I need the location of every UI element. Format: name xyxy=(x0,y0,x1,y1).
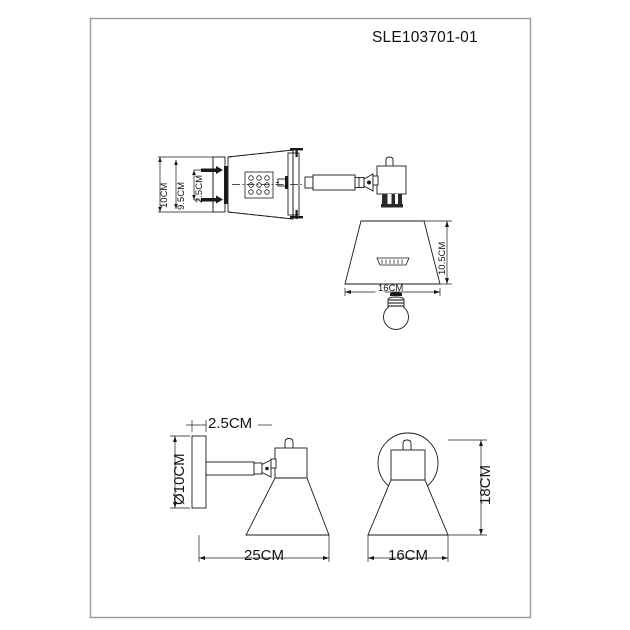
dimension-lines-left xyxy=(158,156,232,213)
rim-end-ticks xyxy=(290,148,303,219)
dimension-label-total-height: 18CM xyxy=(477,464,494,505)
dimension-total-projection xyxy=(198,535,330,562)
lamp-shade-top-view xyxy=(344,220,441,285)
dimension-label-shade-height: 10.5CM xyxy=(437,241,448,275)
dimension-label-front-width: 16CM xyxy=(388,547,429,564)
dimension-total-height xyxy=(448,439,487,536)
lamp-head-front-view xyxy=(390,439,426,481)
swivel-arm-side-view xyxy=(205,459,272,478)
dimension-label-total-projection: 25CM xyxy=(244,547,285,564)
wall-plate-side-view xyxy=(191,435,207,509)
dimension-label-plate-diameter: Ø10CM xyxy=(171,453,188,505)
dimension-front-width xyxy=(367,535,449,562)
drawing-title: SLE103701-01 xyxy=(372,29,478,46)
dimension-label-plate-height-outer: 10CM xyxy=(159,182,170,208)
dimension-label-plate-depth: 2.5CM xyxy=(208,415,253,432)
dimension-plate-depth xyxy=(186,420,272,432)
light-bulb-top-view xyxy=(366,291,409,330)
mounting-hole-grid xyxy=(244,171,274,199)
lamp-head-top-view xyxy=(372,156,407,208)
bracket-bar xyxy=(224,166,228,204)
bottom-side-view xyxy=(170,420,330,562)
dimension-plate-diameter xyxy=(170,435,190,509)
lamp-head-side-view xyxy=(270,438,308,479)
shade-socket-cap xyxy=(376,257,410,266)
top-assembly-view xyxy=(158,148,452,330)
dimension-label-shade-width: 16CM xyxy=(378,283,404,294)
dimension-label-plate-height-inner: 9.5CM xyxy=(176,182,187,210)
socket-detail xyxy=(276,176,288,189)
dimension-label-bracket-height: 2.5CM xyxy=(194,175,205,203)
bottom-front-view xyxy=(367,432,487,562)
wall-plate-top-view xyxy=(212,156,226,213)
dimension-shade-width xyxy=(344,288,441,296)
swivel-arm-top-view xyxy=(304,173,374,192)
dimension-shade-height xyxy=(424,220,452,285)
